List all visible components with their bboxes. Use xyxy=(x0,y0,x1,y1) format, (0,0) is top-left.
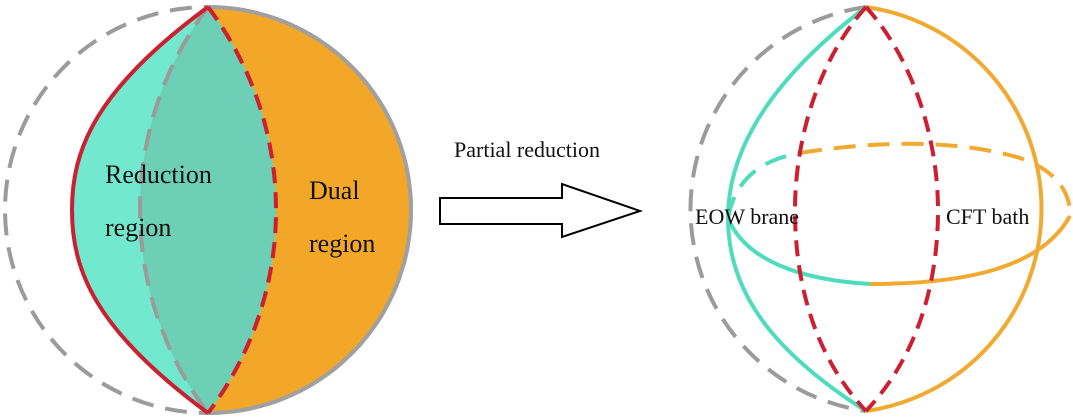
equator-back-cft xyxy=(799,141,1072,211)
equator-front-cft xyxy=(869,215,1072,286)
dual-region-outline xyxy=(207,5,413,415)
dual-region xyxy=(208,7,411,413)
transition-arrow: Partial reduction xyxy=(439,137,644,239)
overlap-region xyxy=(140,7,276,413)
equator-front-eow xyxy=(726,217,871,286)
dual-label-line1: Dual xyxy=(309,176,360,205)
red-solid-cut xyxy=(69,5,210,415)
red-dashed-meridian-right xyxy=(864,5,941,413)
left-sphere: Reduction region Dual region xyxy=(3,5,413,415)
eow-brane-label: EOW brane xyxy=(695,204,799,229)
right-sphere: EOW brane CFT bath xyxy=(688,5,1072,413)
inner-dashed-curve xyxy=(137,5,210,415)
dual-label-line2: region xyxy=(309,229,375,258)
red-dashed-cut xyxy=(206,5,279,415)
right-sphere-dashed-outline xyxy=(688,5,867,413)
red-dashed-meridian-left xyxy=(792,5,868,413)
arrow-shape xyxy=(439,182,644,239)
cft-bath-outline xyxy=(865,5,1044,413)
arrow-label: Partial reduction xyxy=(454,137,600,162)
reduction-label-line2: region xyxy=(105,213,171,242)
equator-back-eow xyxy=(726,151,801,219)
cft-bath-label: CFT bath xyxy=(946,204,1029,229)
reduction-label-line1: Reduction xyxy=(105,160,212,189)
